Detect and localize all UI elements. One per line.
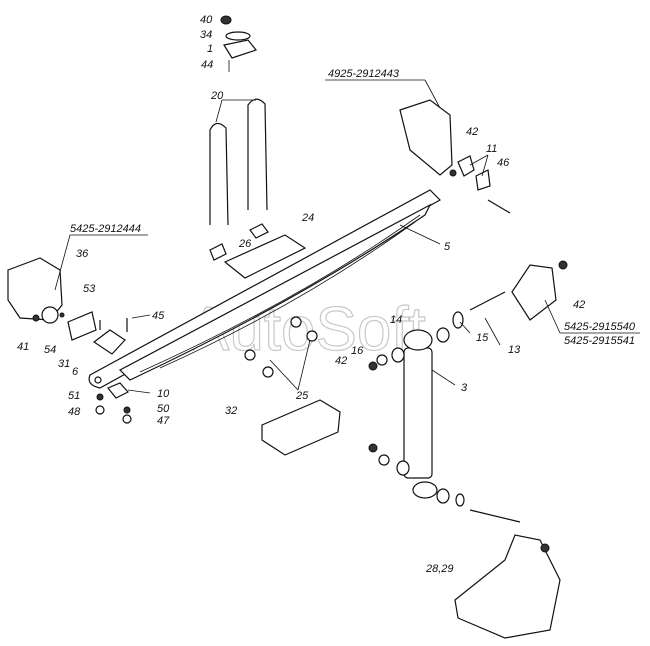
label-36: 36 (76, 248, 89, 260)
label-6: 6 (72, 366, 79, 378)
shock-bracket (511, 264, 557, 321)
label-41: 41 (17, 341, 29, 353)
label-5425-2912444: 5425-2912444 (70, 223, 141, 235)
label-54: 54 (44, 344, 56, 356)
front-right-bracket (399, 99, 453, 176)
label-47: 47 (157, 415, 170, 427)
label-16: 16 (351, 345, 364, 357)
bump-stop-assembly (220, 15, 258, 72)
shock-pin (469, 291, 506, 311)
bolt (487, 199, 511, 214)
lower-bracket (454, 534, 561, 639)
label-1: 1 (207, 43, 213, 55)
label-15: 15 (476, 332, 489, 344)
spring-pad (223, 234, 307, 279)
leader-lines (54, 79, 640, 394)
label-13: 13 (508, 344, 521, 356)
label-5425-2915540: 5425-2915540 (564, 321, 636, 333)
label-10: 10 (157, 388, 170, 400)
label-50: 50 (157, 403, 170, 415)
plate (209, 243, 227, 261)
label-5425-2915541: 5425-2915541 (564, 335, 635, 347)
label-3: 3 (461, 382, 468, 394)
label-48: 48 (68, 406, 81, 418)
label-28-29: 28,29 (425, 563, 454, 575)
label-11: 11 (486, 143, 497, 155)
shackle (92, 329, 126, 355)
label-44: 44 (201, 59, 213, 71)
plate (457, 155, 475, 177)
label-42: 42 (335, 355, 347, 367)
label-32: 32 (225, 405, 237, 417)
leaf-spring (88, 189, 441, 389)
label-26: 26 (238, 238, 252, 250)
shock-pin (469, 509, 521, 523)
label-40: 40 (200, 14, 213, 26)
pin (67, 311, 97, 341)
label-14: 14 (390, 314, 402, 326)
label-34: 34 (200, 29, 212, 41)
label-20: 20 (210, 90, 224, 102)
label-51: 51 (68, 390, 80, 402)
shock-absorber (368, 311, 465, 507)
label-46: 46 (497, 157, 510, 169)
label-45: 45 (152, 310, 165, 322)
u-bolts (209, 98, 268, 226)
spacer-block (261, 399, 341, 456)
label-25: 25 (295, 390, 309, 402)
label-24: 24 (301, 212, 314, 224)
label-53: 53 (83, 283, 96, 295)
label-31: 31 (58, 358, 70, 370)
callout-labels: 40 34 1 44 20 4925-2912443 42 11 46 24 2… (17, 14, 636, 575)
label-42: 42 (573, 299, 585, 311)
label-5: 5 (444, 241, 451, 253)
label-4925-2912443: 4925-2912443 (328, 68, 400, 80)
label-42: 42 (466, 126, 478, 138)
plate (475, 169, 491, 191)
plate (249, 223, 269, 239)
